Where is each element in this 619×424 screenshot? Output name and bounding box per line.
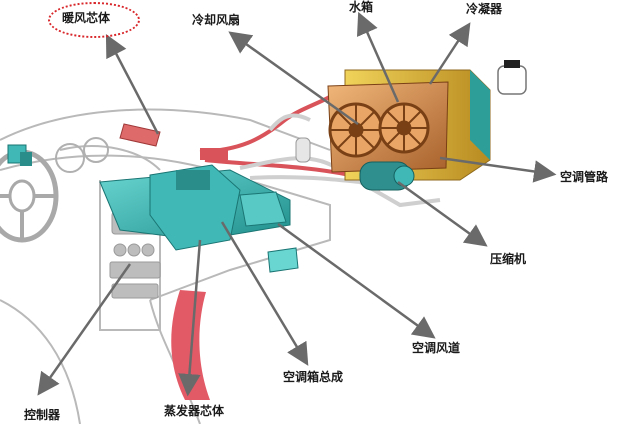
- compressor: [359, 161, 415, 191]
- reservoir: [497, 60, 527, 95]
- label-heater-core: 暖风芯体: [62, 11, 111, 25]
- arrow-ac-duct: [277, 222, 436, 339]
- arrow-controller: [37, 263, 132, 396]
- heater-core: [119, 123, 161, 147]
- arrow-evaporator-core: [178, 239, 202, 397]
- arrow-ac-pipe: [439, 156, 557, 183]
- arrow-cooling-fan: [228, 31, 359, 126]
- callout-arrows: [37, 11, 557, 397]
- label-evaporator-core: 蒸发器芯体: [164, 404, 225, 418]
- heater-core-highlight-ring: [48, 2, 140, 38]
- ac-duct-system: [7, 144, 299, 273]
- receiver-drier: [295, 137, 311, 163]
- label-cooling-fan: 冷却风扇: [192, 13, 241, 27]
- arrow-compressor: [397, 180, 488, 247]
- label-condenser: 冷凝器: [466, 2, 503, 16]
- dashboard-outline: [0, 108, 331, 424]
- arrow-hvac-assembly: [220, 221, 309, 366]
- label-ac-pipe: 空调管路: [560, 170, 609, 184]
- arrow-heater-core: [105, 34, 160, 135]
- label-controller: 控制器: [24, 408, 61, 422]
- arrow-radiator: [356, 11, 400, 103]
- label-ac-duct: 空调风道: [412, 341, 461, 355]
- label-radiator: 水箱: [349, 0, 374, 14]
- ac-pipe-lines: [239, 113, 441, 208]
- cooling-fans: [328, 102, 430, 158]
- instrument-cluster: [55, 137, 109, 173]
- label-hvac-assembly: 空调箱总成: [283, 370, 344, 384]
- arrow-condenser: [428, 22, 471, 85]
- label-compressor: 压缩机: [490, 252, 527, 266]
